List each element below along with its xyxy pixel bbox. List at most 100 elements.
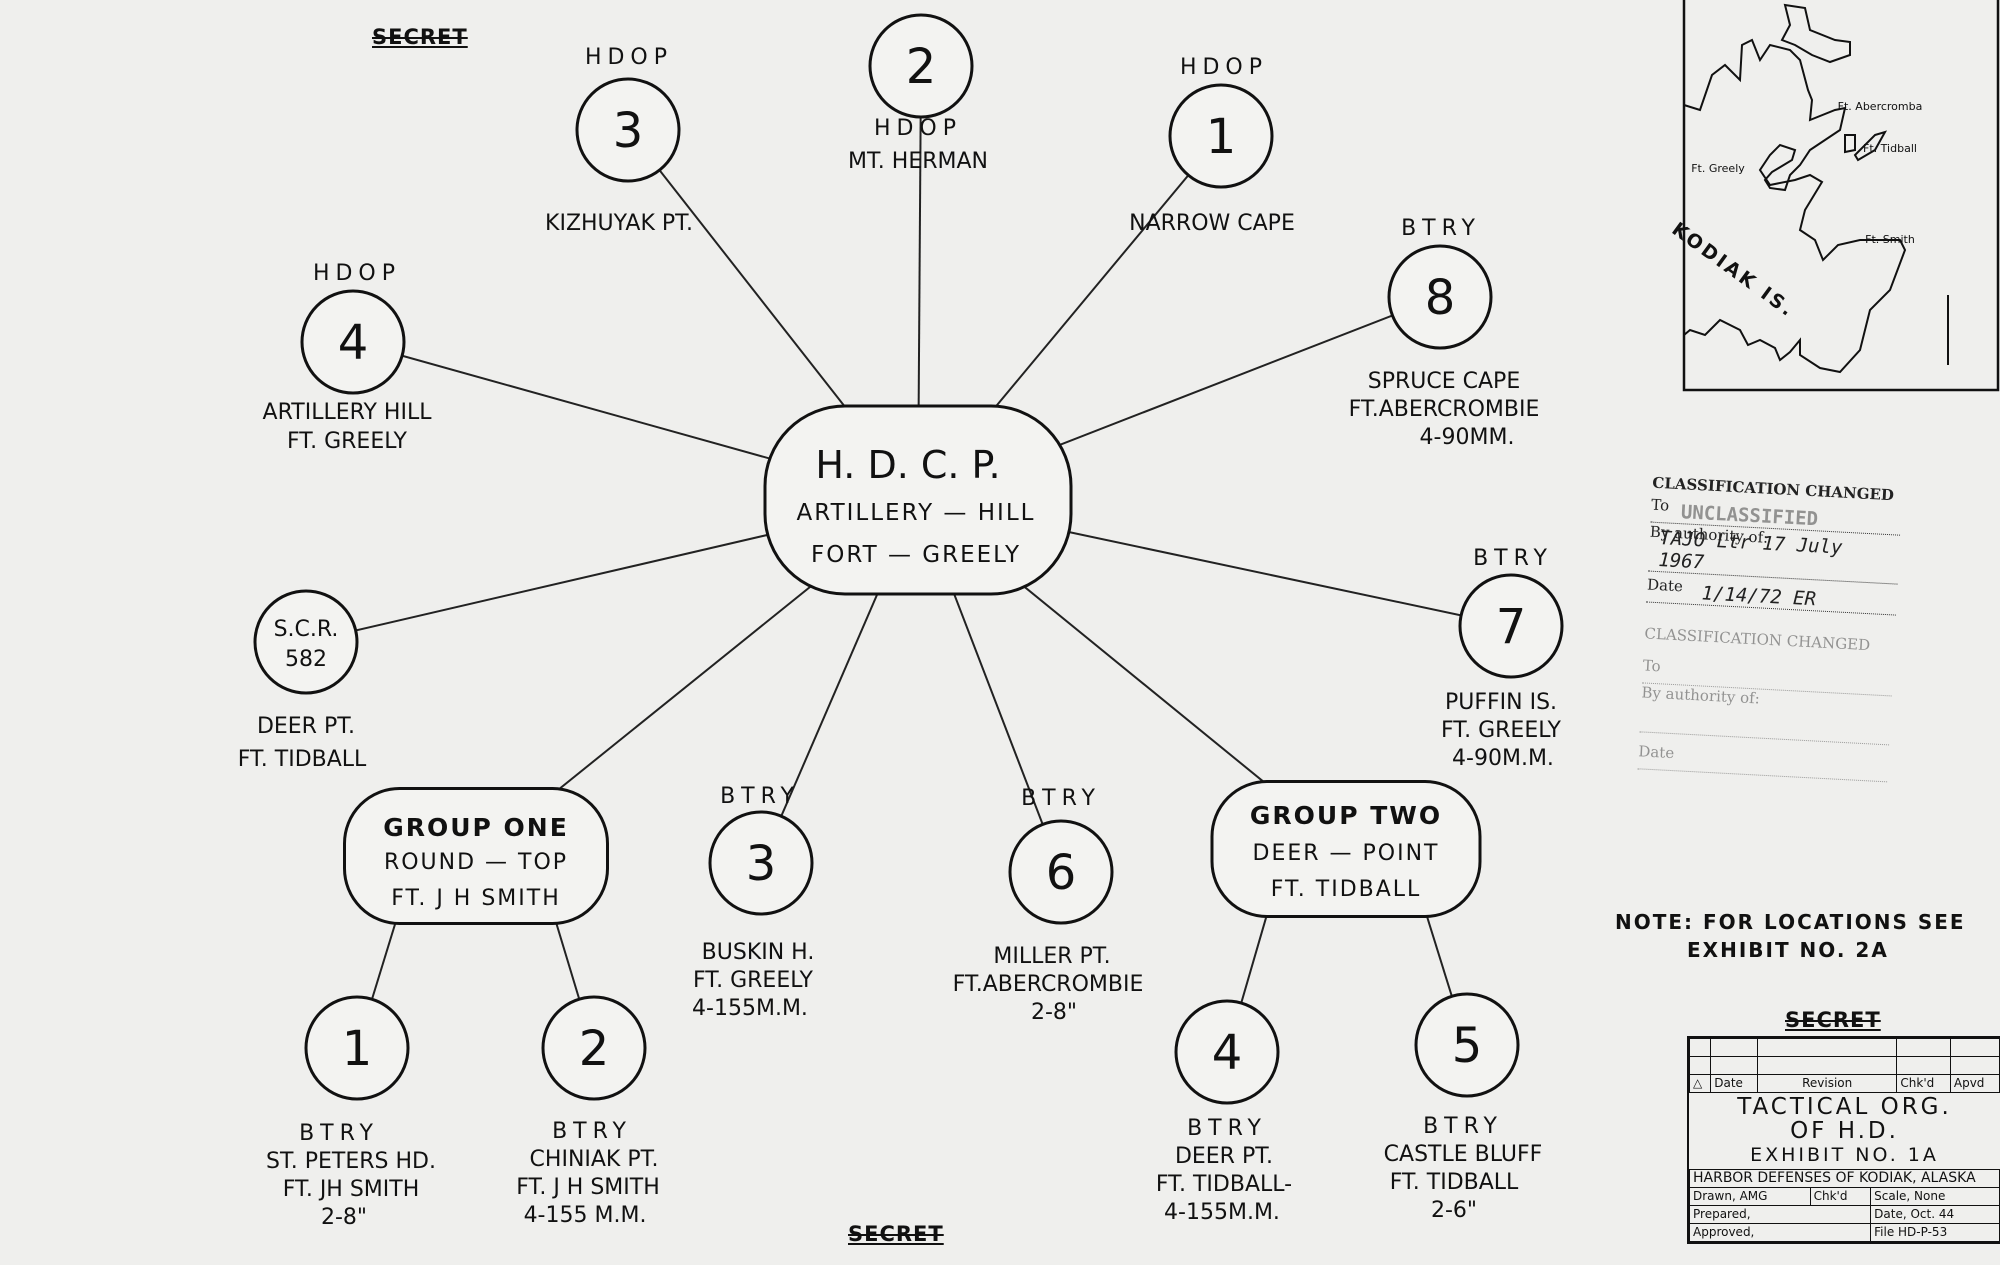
- node-location-label: 4-90M.M.: [1452, 746, 1554, 771]
- node-location-label: FT. GREELY: [693, 968, 814, 993]
- node-number: 2: [579, 1021, 610, 1077]
- node-number: S.C.R.: [274, 617, 339, 642]
- file-number: File HD-P-53: [1870, 1223, 2000, 1242]
- node-type: BTRY: [1423, 1114, 1503, 1139]
- node-location-label: FT. JH SMITH: [283, 1177, 420, 1202]
- hdcp-title: H. D. C. P.: [815, 443, 1000, 487]
- hdcp-hub: [763, 404, 1073, 596]
- node-location-label: FT.ABERCROMBIE: [1349, 397, 1540, 422]
- node-circle: [541, 995, 647, 1101]
- inset-map: [1682, 0, 2000, 392]
- node-location-label: ST. PETERS HD.: [266, 1149, 436, 1174]
- node-number: 5: [1452, 1018, 1483, 1074]
- island-outline: [1853, 130, 1888, 162]
- node-type: BTRY: [1021, 786, 1101, 811]
- note-line-1: NOTE: FOR LOCATIONS SEE: [1615, 910, 1966, 934]
- hdcp-line-2: FORT — GREELY: [811, 542, 1021, 568]
- node-type: HDOP: [874, 116, 962, 141]
- node-circle: [300, 289, 406, 395]
- stamp-date-label: Date: [1646, 575, 1684, 596]
- group-box: [343, 787, 609, 925]
- drawing-title: TACTICAL ORG. OF H.D. EXHIBIT NO. 1A: [1689, 1093, 2000, 1169]
- node-location-label: MT. HERMAN: [848, 149, 988, 174]
- checked-by: Chk'd: [1809, 1187, 1872, 1206]
- map-place-label: Ft. Tidball: [1863, 142, 1917, 155]
- node-circle: [253, 589, 359, 695]
- node-type: BTRY: [1401, 216, 1481, 241]
- node-type: HDOP: [585, 45, 673, 70]
- node-number: 7: [1496, 599, 1527, 655]
- node-number: 582: [285, 647, 327, 672]
- group-label: FT. J H SMITH: [391, 886, 561, 911]
- node-location-label: PUFFIN IS.: [1445, 690, 1557, 715]
- node-number: 2: [906, 39, 937, 95]
- title-line-2: OF H.D.: [1790, 1118, 1899, 1144]
- stamp-date-value: 1/14/72 ER: [1701, 582, 1817, 611]
- drawn-by: Drawn, AMG: [1689, 1187, 1811, 1206]
- classification-bottom: SECRET: [848, 1222, 944, 1246]
- map-frame: [1682, 0, 2000, 392]
- group-label: GROUP ONE: [383, 813, 569, 842]
- prepared-by: Prepared,: [1688, 1205, 1872, 1224]
- node-location-label: 4-155 M.M.: [524, 1203, 647, 1228]
- node-location-label: 4-90MM.: [1420, 425, 1515, 450]
- organization: HARBOR DEFENSES OF KODIAK, ALASKA: [1689, 1169, 2000, 1188]
- stamp-heading-2: CLASSIFICATION CHANGED: [1644, 624, 1871, 655]
- classification-top: SECRET: [372, 25, 468, 49]
- group-label: ROUND — TOP: [384, 850, 568, 875]
- scale: Scale, None: [1870, 1187, 2000, 1206]
- node-circle: [575, 77, 681, 183]
- node-location-label: FT.ABERCROMBIE: [953, 972, 1144, 997]
- stamp-date-label-2: Date: [1637, 742, 1675, 763]
- node-circle: [1458, 573, 1564, 679]
- node-location-label: MILLER PT.: [993, 944, 1110, 969]
- node-location-label: FT. GREELY: [287, 429, 408, 454]
- drawing-date: Date, Oct. 44: [1870, 1205, 2000, 1224]
- node-type: BTRY: [1187, 1116, 1267, 1141]
- location-note: NOTE: FOR LOCATIONS SEE EXHIBIT NO. 2A: [1615, 908, 1966, 964]
- node-location-label: 4-155M.M.: [692, 996, 808, 1021]
- rev-col-date: Date: [1710, 1074, 1758, 1093]
- node-location-label: BUSKIN H.: [702, 940, 815, 965]
- node-circle: [708, 810, 814, 916]
- node-number: 3: [613, 103, 644, 159]
- rev-col-delta: △: [1688, 1074, 1712, 1093]
- island-outline: [1844, 134, 1856, 154]
- node-number: 6: [1046, 845, 1077, 901]
- node-type: BTRY: [552, 1119, 632, 1144]
- title-line-1: TACTICAL ORG.: [1737, 1094, 1952, 1120]
- node-location-label: FT. TIDBALL-: [1156, 1172, 1292, 1197]
- node-circle: [1387, 244, 1493, 350]
- node-type: BTRY: [720, 784, 800, 809]
- note-line-2: EXHIBIT NO. 2A: [1687, 938, 1889, 962]
- node-type: HDOP: [313, 261, 401, 286]
- node-number: 4: [1212, 1025, 1243, 1081]
- group-label: FT. TIDBALL: [1271, 877, 1422, 902]
- node-location-label: SPRUCE CAPE: [1368, 369, 1520, 394]
- node-circle: [868, 13, 974, 119]
- node-circle: [1414, 992, 1520, 1098]
- map-place-label: Ft. Abercromba: [1838, 100, 1923, 113]
- map-place-label: Ft. Smith: [1865, 233, 1915, 246]
- group-box: [1210, 780, 1482, 918]
- hdcp-line-1: ARTILLERY — HILL: [797, 500, 1036, 526]
- node-type: HDOP: [1180, 55, 1268, 80]
- node-circle: [1008, 819, 1114, 925]
- title-block: △ Date Revision Chk'd Apvd TACTICAL ORG.…: [1687, 1036, 2000, 1244]
- node-type: BTRY: [299, 1121, 379, 1146]
- node-location-label: FT. TIDBALL: [238, 747, 367, 772]
- node-number: 1: [1206, 109, 1237, 165]
- stamp-to-label: To: [1650, 495, 1670, 515]
- node-location-label: CASTLE BLUFF: [1384, 1142, 1543, 1167]
- node-location-label: FT. J H SMITH: [516, 1175, 660, 1200]
- node-location-label: FT. GREELY: [1441, 718, 1562, 743]
- rev-col-apvd: Apvd: [1949, 1074, 2000, 1093]
- node-location-label: 2-8": [321, 1205, 367, 1230]
- coastline: [1683, 38, 1907, 374]
- node-location-label: DEER PT.: [257, 714, 355, 739]
- node-location-label: CHINIAK PT.: [530, 1147, 659, 1172]
- node-location-label: 2-6": [1431, 1198, 1477, 1223]
- node-number: 4: [338, 315, 369, 371]
